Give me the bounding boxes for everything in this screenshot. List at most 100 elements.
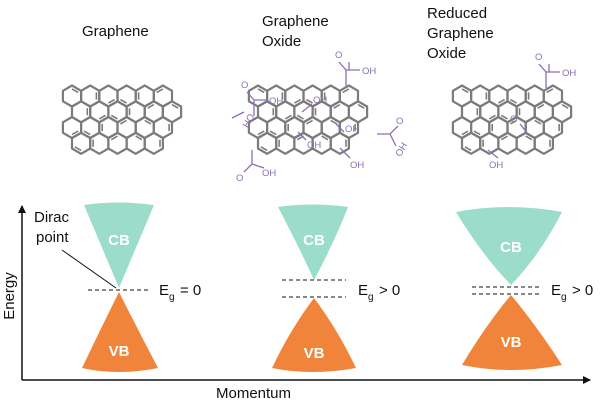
graphene-oxide-cb-label: CB	[303, 232, 325, 249]
hexagon-ring-0-21	[125, 131, 146, 155]
double-bond-0-21	[135, 135, 143, 141]
double-bond-1-3	[306, 98, 313, 104]
graphene-gap-symbol: E	[159, 282, 169, 299]
hexagon-ring-2-21	[515, 131, 536, 155]
go-ho-label-1: HO	[241, 112, 258, 130]
double-bond-0-15	[120, 119, 127, 125]
double-bond-1-15	[306, 119, 313, 125]
graphene-gap-value: = 0	[180, 282, 201, 299]
double-bond-2-18	[464, 146, 472, 152]
title-graphene-oxide-line-1: Graphene	[262, 13, 329, 30]
double-bond-2-20	[500, 135, 508, 141]
graphene-valence-band	[82, 292, 158, 372]
graphene-oxide-lattice	[247, 84, 369, 155]
title-graphene-line-1: Graphene	[82, 23, 149, 40]
graphene-oxide-conduction-band	[278, 204, 348, 280]
double-bond-1-13	[269, 130, 277, 136]
double-bond-2-12	[461, 130, 469, 136]
double-bond-1-18	[260, 146, 268, 152]
title-rgo-line-1: Reduced	[427, 5, 487, 22]
go-cooh-label-3: OH	[262, 168, 276, 179]
rgo-group-labels: O OH O OH	[489, 52, 576, 171]
double-bond-0-2	[108, 98, 115, 104]
dirac-label-line-2: point	[36, 229, 69, 246]
double-bond-0-7	[98, 114, 106, 120]
title-graphene: Graphene	[82, 23, 149, 40]
go-oh-label-2: OH	[307, 140, 321, 151]
rgo-conduction-band	[456, 207, 562, 285]
go-carbonyl-label-1: O	[335, 50, 342, 61]
double-bond-1-2	[294, 98, 301, 104]
rgo-gap-symbol: E	[551, 282, 561, 299]
hexagon-ring-2-18	[460, 131, 482, 155]
rgo-oh-label-2: OH	[489, 160, 503, 171]
rgo-carbonyl-label: O	[535, 52, 542, 63]
carboxyl-left-bond	[246, 91, 268, 116]
double-bond-1-7	[284, 114, 292, 120]
title-rgo-line-2: Graphene	[427, 25, 494, 42]
graphene-lattice	[61, 84, 183, 155]
double-bond-1-12	[257, 130, 265, 136]
reduced-graphene-oxide-lattice	[451, 84, 573, 155]
hexagon-ring-2-22	[533, 131, 555, 155]
carboxyl-right-bond	[377, 125, 399, 147]
graphene-cb-label: CB	[108, 232, 130, 249]
hydroxyl-bond-3	[339, 147, 351, 159]
hexagon-ring-0-20	[107, 131, 128, 155]
double-bond-2-8	[500, 114, 508, 120]
go-oh-label-5: OH	[394, 141, 411, 159]
double-bond-2-5	[546, 88, 554, 94]
rgo-oh-label-1: O	[510, 114, 517, 125]
double-bond-2-2	[498, 98, 505, 104]
hydroxyl-left-bond	[231, 111, 245, 119]
hexagon-ring-2-20	[497, 131, 518, 155]
hexagon-ring-0-18	[70, 131, 92, 155]
rgo-gap-subscript: g	[561, 292, 567, 303]
go-oh-label-4: OH	[350, 160, 364, 171]
graphene-oxide-vb-label: VB	[304, 345, 325, 362]
rgo-cooh-label: OH	[562, 68, 576, 79]
rgo-vb-label: VB	[501, 334, 522, 351]
double-bond-0-8	[110, 114, 118, 120]
title-graphene-oxide-line-2: Oxide	[262, 33, 301, 50]
epoxy-bond-1	[301, 103, 313, 113]
momentum-axis-label: Momentum	[216, 385, 291, 402]
title-reduced-graphene-oxide: Reduced Graphene Oxide	[427, 5, 494, 62]
double-bond-0-13	[83, 130, 91, 136]
double-bond-0-5	[156, 88, 164, 94]
rgo-epoxy-bond	[519, 123, 529, 135]
double-bond-2-21	[525, 135, 533, 141]
graphene-conduction-band	[84, 202, 154, 288]
double-bond-0-11	[171, 103, 179, 109]
rgo-carboxyl-bond	[538, 63, 560, 88]
double-bond-0-12	[71, 130, 79, 136]
carboxyl-top-bond	[338, 61, 360, 86]
double-bond-2-16	[534, 119, 542, 125]
double-bond-0-20	[110, 135, 118, 141]
double-bond-0-18	[74, 146, 82, 152]
double-bond-1-10	[333, 103, 341, 109]
hydroxyl-bond-2	[297, 131, 307, 141]
rgo-gap-label: E g > 0	[551, 282, 593, 303]
double-bond-0-10	[147, 103, 155, 109]
double-bond-2-13	[473, 130, 481, 136]
dirac-point-annotation: Dirac point	[34, 209, 117, 289]
graphene-oxide-gap-symbol: E	[358, 282, 368, 299]
double-bond-0-16	[144, 119, 152, 125]
graphene-vb-label: VB	[109, 343, 130, 360]
double-bond-2-7	[488, 114, 496, 120]
double-bond-1-8	[296, 114, 304, 120]
double-bond-0-0	[71, 88, 79, 94]
go-carbonyl-label-2: O	[241, 80, 248, 91]
go-carbonyl-label-3: O	[236, 173, 243, 184]
graphene-bands: CB VB	[82, 202, 158, 372]
graphene-oxide-gap-value: > 0	[379, 282, 400, 299]
graphene-oxide-gap-subscript: g	[368, 292, 374, 303]
graphene-oxide-gap-label: E g > 0	[358, 282, 400, 303]
double-bond-1-11	[357, 103, 365, 109]
double-bond-1-21	[321, 135, 329, 141]
graphene-oxide-group-labels: O OH O OH HO OH OH OH OH O OH O OH	[236, 50, 410, 184]
double-bond-2-11	[561, 103, 569, 109]
rgo-hydroxyl-bond	[487, 149, 499, 159]
